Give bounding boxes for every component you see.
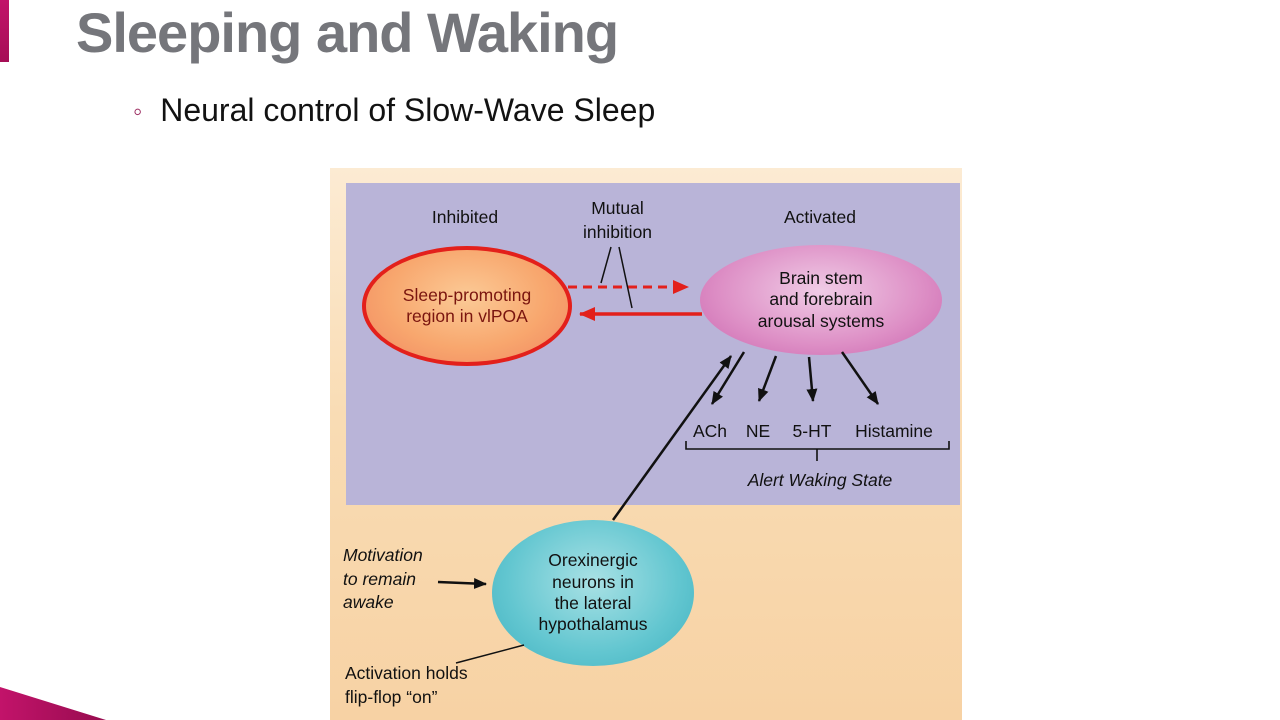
histamine-label: Histamine (855, 421, 933, 441)
arousal-systems-node: Brain stem and forebrain arousal systems (700, 245, 942, 355)
slide-title: Sleeping and Waking (76, 1, 619, 64)
ach-label: ACh (692, 421, 728, 441)
activated-label: Activated (784, 207, 856, 227)
orexinergic-node: Orexinergic neurons in the lateral hypot… (492, 520, 694, 666)
bullet-line: ◦ Neural control of Slow-Wave Sleep (133, 92, 655, 129)
motivation-label: Motivation to remain awake (343, 545, 423, 613)
bullet-marker-icon: ◦ (133, 95, 143, 126)
magenta-top-left-bar (0, 0, 9, 62)
vlpoa-node: Sleep-promoting region in vlPOA (362, 246, 572, 366)
ne-label: NE (745, 421, 771, 441)
5ht-label: 5-HT (792, 421, 832, 441)
alert-waking-state-label: Alert Waking State (747, 470, 893, 490)
inhibited-label: Inhibited (431, 207, 499, 227)
mutual-inhibition-label: Mutual inhibition (582, 198, 653, 242)
magenta-bottom-left-wedge (0, 687, 106, 720)
bullet-text: Neural control of Slow-Wave Sleep (160, 92, 656, 128)
activation-note-label: Activation holds flip-flop “on” (345, 663, 468, 707)
